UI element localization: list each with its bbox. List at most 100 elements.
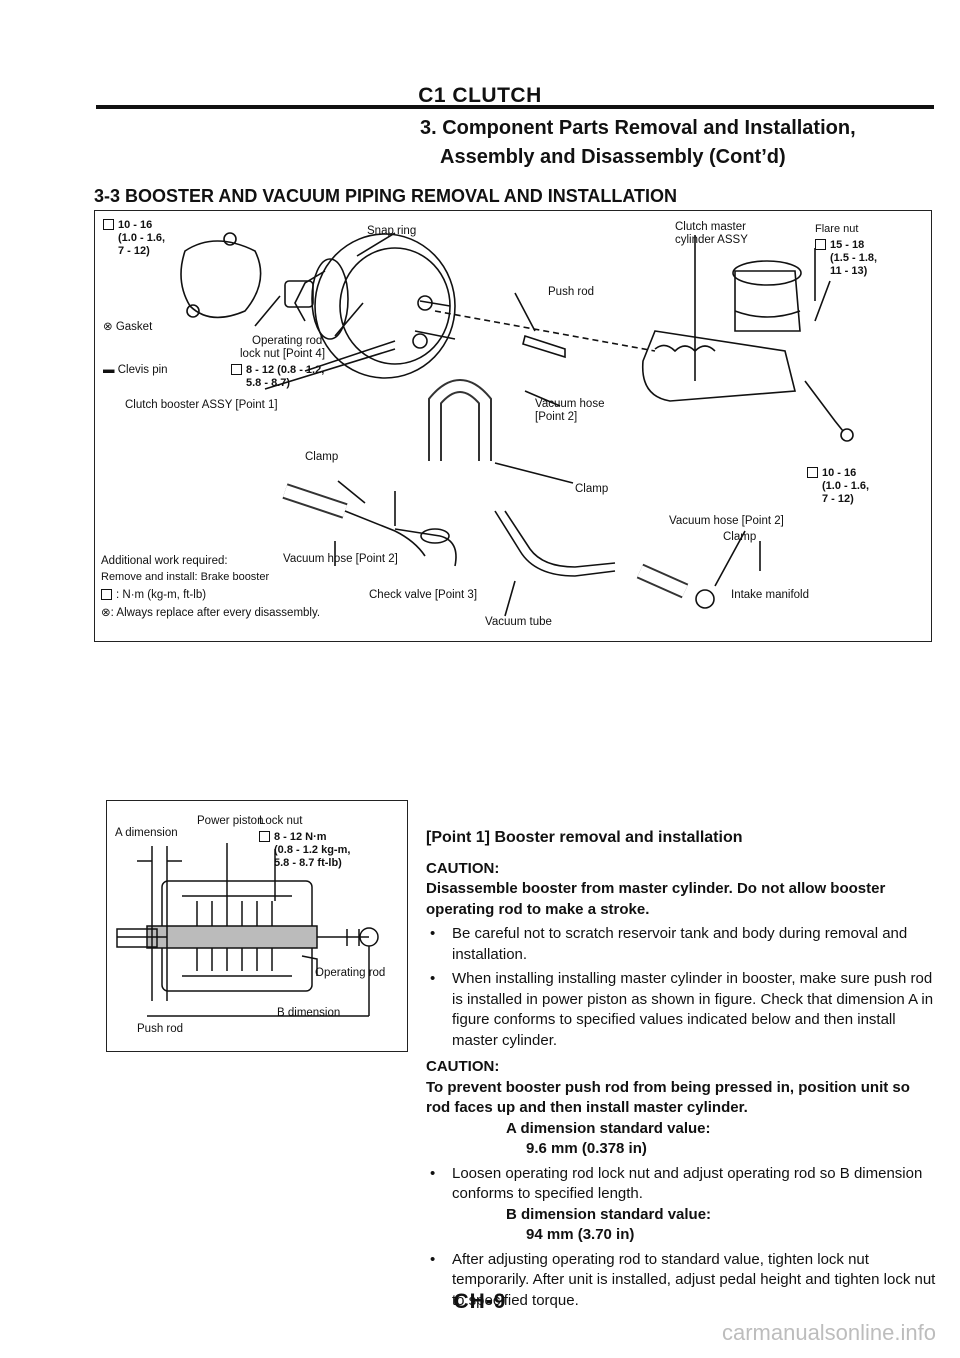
torque-lock-nut-1: 8 - 12 (0.8 - 1.2, (246, 364, 325, 376)
torque-right-1: 10 - 16 (822, 467, 857, 479)
section-heading: 3-3 BOOSTER AND VACUUM PIPING REMOVAL AN… (94, 186, 678, 206)
vacuum-hose-right-label: Vacuum hose [Point 2] (669, 515, 784, 527)
torque-fig2-1: 8 - 12 N·m (274, 831, 327, 843)
a-standard-label: A dimension standard value: (506, 1119, 711, 1137)
replace-legend: ⊗: Always replace after every disassembl… (101, 607, 320, 620)
clevis-pin-label: ▬ Clevis pin (103, 364, 168, 377)
header-rule (96, 105, 934, 109)
always-replace-icon: ⊗ (101, 607, 111, 619)
clamp-b-label: Clamp (575, 483, 609, 495)
gasket-plate (180, 240, 262, 319)
vacuum-hose-top-line-2: [Point 2] (535, 411, 578, 423)
booster-dimension-figure: Power piston Lock nut A dimension 8 - 12… (106, 800, 408, 1052)
torque-flare-nut: 15 - 18 (1.5 - 1.8, 11 - 13) (815, 239, 877, 278)
vacuum-tube (494, 510, 616, 577)
bullet-item-3: • Loosen operating rod lock nut and adjus… (426, 1164, 936, 1205)
torque-icon (259, 831, 270, 842)
snap-ring-label: Snap ring (367, 225, 417, 237)
vacuum-hose-left-label: Vacuum hose [Point 2] (283, 553, 398, 565)
bullet-text-3: Loosen operating rod lock nut and adjust… (452, 1164, 923, 1203)
chapter-title: C1 CLUTCH (418, 84, 542, 107)
caution-text-1: Disassemble booster from master cylinder… (426, 880, 886, 918)
clutch-booster-label: Clutch booster ASSY [Point 1] (125, 399, 278, 411)
torque-icon (815, 239, 826, 250)
always-replace-icon: ⊗ (103, 321, 116, 333)
power-piston-label: Power piston (197, 815, 264, 827)
torque-lock-nut: 8 - 12 (0.8 - 1.2, 5.8 - 8.7) (231, 364, 324, 390)
remove-install-label: Remove and install: Brake booster (101, 571, 270, 583)
replace-legend-text: : Always replace after every disassembly… (110, 607, 321, 619)
torque-icon (231, 364, 242, 375)
torque-lock-nut-fig2: 8 - 12 N·m (0.8 - 1.2 kg-m, 5.8 - 8.7 ft… (259, 831, 350, 870)
master-cylinder (641, 330, 797, 402)
clamp-a-label: Clamp (305, 451, 339, 463)
bullet-dot: • (430, 1250, 436, 1268)
torque-lock-nut-2: 5.8 - 8.7) (246, 377, 291, 389)
bullet-item-4: • After adjusting operating rod to standa… (426, 1250, 936, 1312)
torque-top-left-3: 7 - 12) (118, 245, 150, 257)
procedure-text: [Point 1] Booster removal and installati… (426, 828, 936, 1311)
lubricate-icon: ▬ (103, 364, 118, 376)
torque-top-left-2: (1.0 - 1.6, (118, 232, 166, 244)
bullet-dot: • (430, 970, 436, 987)
b-standard-label: B dimension standard value: (506, 1205, 712, 1223)
units-legend: : N·m (kg-m, ft-lb) (101, 589, 206, 602)
torque-icon (103, 219, 114, 230)
caution-label-2: CAUTION: (426, 1058, 500, 1075)
b-standard-value: 94 mm (3.70 in) (526, 1226, 635, 1243)
point1-heading: [Point 1] Booster removal and installati… (426, 829, 743, 846)
torque-fig2-2: (0.8 - 1.2 kg-m, (274, 844, 351, 856)
clutch-master-line-1: Clutch master (675, 221, 746, 233)
booster-body (314, 233, 456, 379)
vacuum-hose-top-label: Vacuum hose [Point 2] (535, 398, 604, 424)
torque-top-left-1: 10 - 16 (118, 219, 153, 231)
torque-flare-3: 11 - 13) (830, 265, 868, 277)
torque-icon (807, 467, 818, 478)
page-number: CH-9 (453, 1290, 507, 1313)
check-valve-label: Check valve [Point 3] (369, 589, 478, 601)
flare-nut-label: Flare nut (815, 223, 859, 235)
watermark: carmanualsonline.info (721, 1320, 936, 1345)
a-standard-value: 9.6 mm (0.378 in) (526, 1140, 647, 1157)
caution-label-1: CAUTION: (426, 859, 500, 877)
torque-right-3: 7 - 12) (822, 493, 854, 505)
b-dimension-label: B dimension (277, 1007, 341, 1019)
torque-icon (101, 589, 112, 600)
vacuum-hose-top-line-1: Vacuum hose (535, 398, 605, 410)
vacuum-tube-label: Vacuum tube (485, 616, 552, 628)
section-subtitle: 3. Component Parts Removal and Installat… (420, 114, 856, 172)
torque-flare-1: 15 - 18 (830, 239, 865, 251)
a-dimension-label: A dimension (115, 827, 178, 839)
subtitle-line-2: Assembly and Disassembly (Cont’d) (440, 146, 786, 168)
torque-right-2: (1.0 - 1.6, (822, 480, 870, 492)
lock-nut-label: Lock nut (259, 815, 303, 827)
subtitle-line-1: 3. Component Parts Removal and Installat… (420, 117, 856, 139)
lock-nut-line-1: Operating rod (252, 335, 323, 347)
caution-text-2: To prevent booster push rod from being p… (426, 1078, 910, 1117)
bullet-text-1: Be careful not to scratch reservoir tank… (452, 925, 908, 963)
torque-top-left: 10 - 16 (1.0 - 1.6, 7 - 12) (103, 219, 165, 258)
push-rod-label: Push rod (548, 286, 595, 298)
booster-dimension-drawing (116, 843, 379, 1017)
clevis-pin-text: Clevis pin (117, 364, 168, 376)
operating-rod-lock-nut-label: Operating rod lock nut [Point 4] (240, 335, 325, 361)
bullet-text-4: After adjusting operating rod to standar… (452, 1250, 936, 1309)
booster-piping-drawing (180, 232, 854, 617)
lock-nut-line-2: lock nut [Point 4] (240, 348, 326, 360)
bullet-item-2: • When installing installing master cylin… (426, 969, 936, 1051)
clamp-c-label: Clamp (723, 531, 757, 543)
additional-work-label: Additional work required: (101, 555, 228, 567)
intake-manifold-label: Intake manifold (731, 589, 809, 601)
bullet-text-2: When installing installing master cylind… (452, 970, 934, 1049)
torque-fig2-3: 5.8 - 8.7 ft-lb) (274, 857, 342, 869)
bullet-dot: • (430, 1164, 436, 1182)
clutch-master-line-2: cylinder ASSY (675, 234, 748, 246)
push-rod-label-fig2: Push rod (137, 1023, 184, 1035)
gasket-text: Gasket (115, 321, 153, 333)
booster-piping-figure: 10 - 16 (1.0 - 1.6, 7 - 12) Snap ring Cl… (94, 210, 932, 642)
units-legend-text: : N·m (kg-m, ft-lb) (116, 589, 207, 601)
clutch-master-label: Clutch master cylinder ASSY (675, 221, 748, 247)
gasket-label: ⊗ Gasket (103, 321, 152, 334)
torque-right: 10 - 16 (1.0 - 1.6, 7 - 12) (807, 467, 869, 506)
bullet-item-1: •Be careful not to scratch reservoir tan… (426, 924, 936, 965)
